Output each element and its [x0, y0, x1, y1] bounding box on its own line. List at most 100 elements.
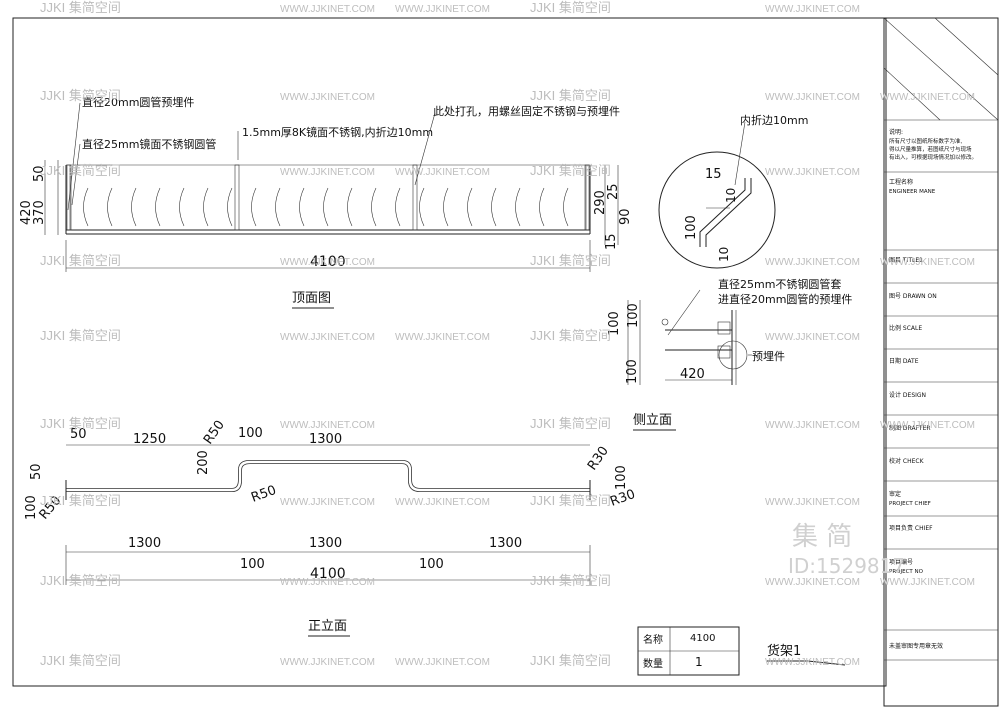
hanger-arc [563, 187, 569, 227]
hanger-arc [515, 187, 521, 227]
name-qty-table: 名称 4100 数量 1 [637, 626, 740, 676]
watermark-url: WWW.JJKINET.COM [280, 167, 375, 178]
watermark-logo: JJKI 集简空间 [40, 0, 121, 15]
label-round-pipe-embed: 直径20mm圆管预埋件 [82, 95, 194, 109]
watermark-url: WWW.JJKINET.COM [765, 577, 860, 588]
hanger-arc [275, 187, 281, 227]
watermark-url: WWW.JJKINET.COM [395, 657, 490, 668]
dim-90: 90 [618, 208, 633, 225]
dim-370: 370 [32, 200, 47, 225]
hanger-arc [419, 187, 425, 227]
notes-line-3: 有出入，可根据现场情况加以修改。 [889, 153, 977, 161]
watermark-url: WWW.JJKINET.COM [280, 257, 375, 268]
date-label: 日期 DATE [889, 357, 919, 365]
side-dim-100a: 100 [626, 303, 641, 328]
front-view: 50 1250 R50 100 1300 200 R30 100 R30 50 … [24, 418, 637, 637]
hanger-arc [395, 187, 401, 227]
watermark-url: WWW.JJKINET.COM [765, 167, 860, 178]
front-dim-100-right: 100 [614, 465, 629, 490]
watermark-url: WWW.JJKINET.COM [765, 420, 860, 431]
qty-label: 数量 [643, 657, 663, 670]
watermark-logo: JJKI 集简空间 [40, 88, 121, 103]
watermark-url: WWW.JJKINET.COM [765, 92, 860, 103]
footer-note: 未盖审图专用章无效 [889, 642, 943, 650]
front-dim-1300-b: 1300 [309, 536, 342, 551]
front-dim-100-top: 100 [238, 426, 263, 441]
watermark-url: WWW.JJKINET.COM [395, 497, 490, 508]
sheet-border [12, 17, 887, 687]
front-dim-r50-top: R50 [201, 418, 228, 448]
dim-290: 290 [593, 190, 608, 215]
dim-total-plan: 4100 [310, 254, 346, 270]
front-view-title: 正立面 [308, 619, 347, 634]
watermark-logo: JJKI 集简空间 [40, 493, 121, 508]
hanger-arc [323, 187, 329, 227]
project-no-label: 项目编号 [889, 558, 913, 566]
watermark-logo: JJKI 集简空间 [530, 573, 611, 588]
hanger-arc [443, 187, 449, 227]
watermark-logo: JJKI 集简空间 [530, 253, 611, 268]
detail-dim-10a: 10 [724, 188, 738, 203]
watermark-url: WWW.JJKINET.COM [280, 497, 375, 508]
project-no-en: PROJECT NO [889, 569, 924, 575]
hanger-arc [371, 187, 377, 227]
watermark-logo: JJKI 集简空间 [40, 653, 121, 668]
side-view: 直径25mm不锈钢圆管套 进直径20mm圆管的预埋件 预埋件 100 100 1… [607, 277, 852, 431]
dim-15: 15 [604, 233, 619, 250]
watermark-logo: JJKI 集简空间 [40, 328, 121, 343]
watermark-url: WWW.JJKINET.COM [280, 4, 375, 15]
front-dim-50-left: 50 [29, 463, 44, 480]
label-pipe-sleeve-1: 直径25mm不锈钢圆管套 [718, 277, 841, 291]
side-dim-100c: 100 [625, 359, 640, 384]
watermark-url: WWW.JJKINET.COM [280, 332, 375, 343]
watermark-logo: JJKI 集简空间 [530, 163, 611, 178]
label-mirror-pipe: 直径25mm镜面不锈钢圆管 [82, 137, 216, 151]
notes-line-1: 所有尺寸以图纸所标数字为准, [889, 137, 963, 145]
notes-line-2: 得以尺量推算，若图纸尺寸与现场 [889, 145, 972, 153]
plan-view-title: 顶面图 [292, 291, 331, 306]
watermark-logo: JJKI 集简空间 [530, 493, 611, 508]
detail-dim-15: 15 [705, 167, 722, 182]
watermark-logo: JJKI 集简空间 [530, 416, 611, 431]
project-name-label: 工程名称 [889, 178, 913, 186]
watermark-logo: JJKI 集简空间 [40, 163, 121, 178]
front-dim-100-left: 100 [24, 495, 39, 520]
plan-view: 直径20mm圆管预埋件 直径25mm镜面不锈钢圆管 1.5mm厚8K镜面不锈钢,… [19, 95, 633, 309]
drawing-no-label: 图号 DRAWN ON [889, 293, 937, 300]
watermark-logo: JJKI 集简空间 [40, 416, 121, 431]
check-label: 校对 CHECK [889, 457, 925, 465]
label-drill-note: 此处打孔，用螺丝固定不锈钢与预埋件 [433, 104, 620, 118]
watermark-logo: JJKI 集简空间 [40, 573, 121, 588]
hanger-arc [155, 187, 161, 227]
front-dim-r50-mid: R50 [249, 483, 278, 506]
drawing-name: 货架1 [767, 643, 801, 659]
hanger-arc [467, 187, 473, 227]
hanger-arc [227, 187, 233, 227]
side-view-title: 侧立面 [633, 413, 672, 428]
hanger-arc [107, 187, 113, 227]
front-dim-r30-bottom: R30 [608, 487, 637, 510]
watermark-logo: JJKI 集简空间 [40, 253, 121, 268]
label-fold: 内折边10mm [740, 113, 808, 127]
watermark-url: WWW.JJKINET.COM [765, 497, 860, 508]
hanger-arc [131, 187, 137, 227]
project-chief-label: 项目负责 CHIEF [889, 524, 933, 532]
watermark-url: WWW.JJKINET.COM [765, 657, 860, 668]
label-pipe-sleeve-2: 进直径20mm圆管的预埋件 [718, 292, 852, 306]
title-block-frame [883, 17, 999, 707]
approve-label-en: PROJECT CHIEF [889, 501, 931, 507]
hanger-arc [347, 187, 353, 227]
name-value: 4100 [690, 633, 715, 644]
front-dim-50: 50 [70, 427, 87, 442]
hanger-arc [83, 187, 89, 227]
watermark-layer: JJKI 集简空间 WWW.JJKINET.COM WWW.JJKINET.COM J… [40, 0, 975, 668]
front-dim-r30-top: R30 [585, 444, 612, 474]
dim-420: 420 [19, 200, 34, 225]
watermark-logo: JJKI 集简空间 [530, 88, 611, 103]
hanger-arc [179, 187, 185, 227]
watermark-url: WWW.JJKINET.COM [765, 4, 860, 15]
scale-label: 比例 SCALE [889, 324, 922, 332]
watermark-url: WWW.JJKINET.COM [880, 577, 975, 588]
front-dim-200: 200 [196, 450, 211, 475]
